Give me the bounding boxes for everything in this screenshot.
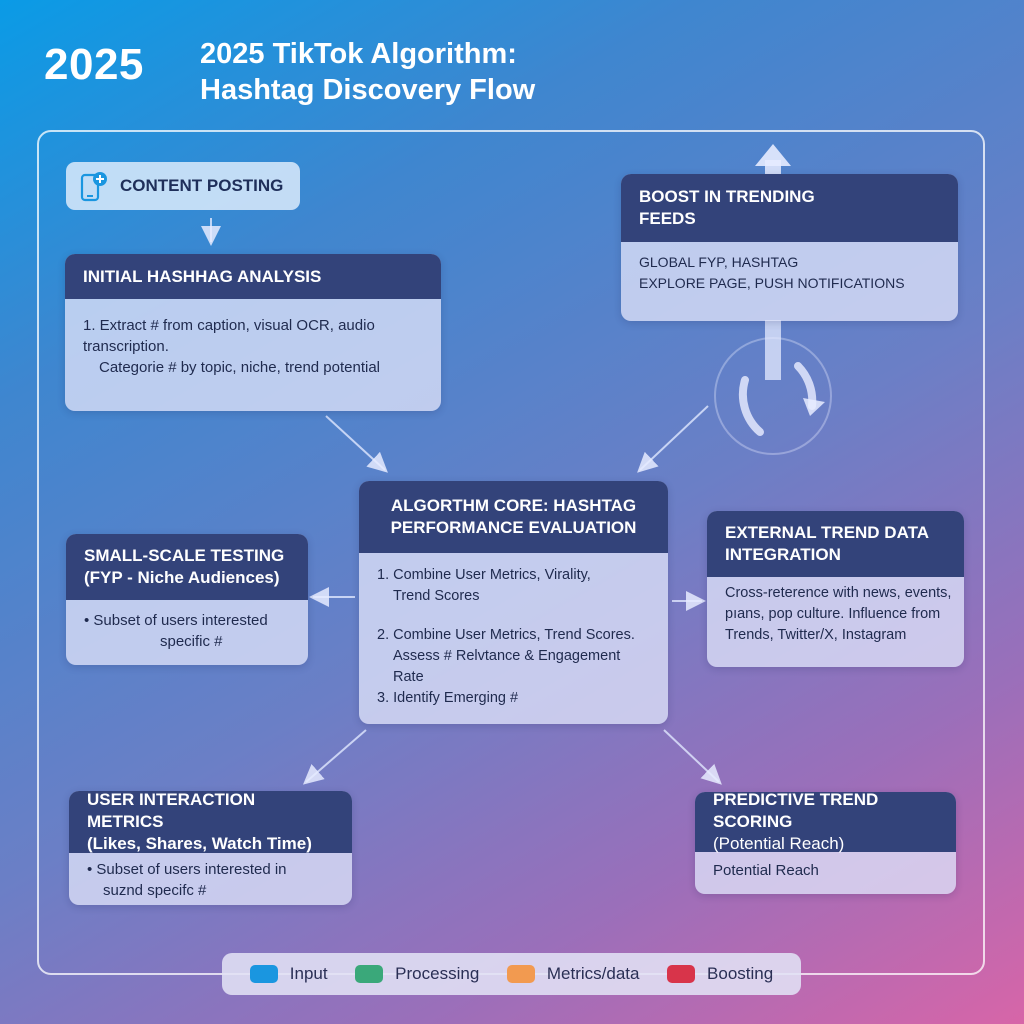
- small-scale-line-2: specific #: [160, 633, 223, 650]
- user-metrics-title-line-1: USER INTERACTION METRICS: [87, 791, 256, 831]
- initial-analysis-card[interactable]: INITIAL HASHHAG ANALYSIS 1. Extract # fr…: [65, 254, 441, 411]
- year-badge: 2025: [44, 40, 144, 89]
- small-scale-title-line-2: (FYP - Niche Audiences): [84, 568, 280, 587]
- legend-item-metrics: Metrics/data: [506, 964, 640, 984]
- external-line-3: Trends, Twitter/X, Instagram: [725, 627, 907, 643]
- user-metrics-header: USER INTERACTION METRICS (Likes, Shares,…: [69, 791, 352, 853]
- small-scale-header: SMALL-SCALE TESTING (FYP - Niche Audienc…: [66, 534, 308, 600]
- algorithm-core-card[interactable]: ALGORTHM CORE: HASHTAG PERFORMANCE EVALU…: [359, 481, 668, 724]
- user-metrics-card[interactable]: USER INTERACTION METRICS (Likes, Shares,…: [69, 791, 352, 905]
- legend: Input Processing Metrics/data Boosting: [222, 953, 801, 995]
- algorithm-core-title-line-1: ALGORTHM CORE: HASHTAG: [390, 496, 637, 515]
- title-line-1: 2025 TikTok Algorithm:: [200, 38, 517, 70]
- small-scale-body: • Subset of users interested specific #: [66, 600, 308, 664]
- algorithm-core-item1-line1: 1. Combine User Metrics, Virality,: [377, 567, 591, 583]
- boost-title-line-1: BOOST IN TRENDING: [639, 187, 815, 206]
- algorithm-core-title-line-2: PERFORMANCE EVALUATION: [390, 518, 637, 537]
- phone-plus-icon: [80, 172, 107, 202]
- user-metrics-body: • Subset of users interested in suznd sp…: [69, 853, 352, 905]
- predictive-title-line-2: (Potential Reach): [713, 834, 845, 853]
- legend-item-input: Input: [249, 964, 328, 984]
- initial-analysis-header: INITIAL HASHHAG ANALYSIS: [65, 254, 441, 299]
- title-line-2: Hashtag Discovery Flow: [200, 74, 536, 106]
- legend-label-boosting: Boosting: [707, 964, 774, 983]
- small-scale-title-line-1: SMALL-SCALE TESTING: [84, 546, 285, 565]
- algorithm-core-item2-line1: 2. Combine User Metrics, Trend Scores.: [377, 627, 635, 643]
- legend-label-input: Input: [289, 964, 328, 983]
- boost-line-1: GLOBAL FYP, HASHTAG: [639, 254, 799, 270]
- content-posting-label: CONTENT POSTING: [120, 176, 284, 195]
- initial-analysis-title: INITIAL HASHHAG ANALYSIS: [83, 266, 322, 286]
- legend-item-processing: Processing: [355, 964, 479, 984]
- legend-swatch-processing: [355, 965, 384, 983]
- legend-label-metrics: Metrics/data: [546, 964, 640, 983]
- external-header: EXTERNAL TREND DATA INTEGRATION: [707, 511, 964, 577]
- external-title-line-1: EXTERNAL TREND DATA: [725, 523, 929, 542]
- algorithm-core-item3: 3. Identify Emerging #: [377, 690, 519, 706]
- small-scale-testing-card[interactable]: SMALL-SCALE TESTING (FYP - Niche Audienc…: [66, 534, 308, 665]
- content-posting-node[interactable]: CONTENT POSTING: [66, 162, 300, 210]
- external-body: Cross-reterence with news, events, pıans…: [707, 577, 964, 646]
- external-line-1: Cross-reterence with news, events,: [725, 585, 952, 601]
- initial-analysis-line-2: Categorie # by topic, niche, trend poten…: [99, 359, 381, 376]
- user-metrics-title-line-2: (Likes, Shares, Watch Time): [87, 834, 312, 853]
- boost-title-line-2: FEEDS: [639, 209, 696, 228]
- legend-label-processing: Processing: [395, 964, 480, 983]
- user-metrics-line-2: suznd specifc #: [103, 882, 207, 899]
- predictive-scoring-card[interactable]: PREDICTIVE TREND SCORING (Potential Reac…: [695, 792, 956, 894]
- external-line-2: pıans, pop culture. Influence from: [725, 606, 941, 622]
- predictive-header: PREDICTIVE TREND SCORING (Potential Reac…: [695, 792, 956, 853]
- predictive-title-line-1: PREDICTIVE TREND SCORING: [713, 792, 879, 831]
- initial-analysis-line-1: 1. Extract # from caption, visual OCR, a…: [83, 317, 375, 355]
- predictive-line-1: Potential Reach: [713, 862, 819, 879]
- boost-body: GLOBAL FYP, HASHTAG EXPLORE PAGE, PUSH N…: [621, 242, 958, 306]
- legend-swatch-boosting: [667, 965, 696, 983]
- algorithm-core-header: ALGORTHM CORE: HASHTAG PERFORMANCE EVALU…: [359, 481, 668, 553]
- algorithm-core-item1-line2: Trend Scores: [393, 588, 480, 604]
- boost-trending-card[interactable]: BOOST IN TRENDING FEEDS GLOBAL FYP, HASH…: [621, 174, 958, 321]
- small-scale-line-1: • Subset of users interested: [84, 612, 268, 629]
- boost-header: BOOST IN TRENDING FEEDS: [621, 174, 958, 242]
- initial-analysis-body: 1. Extract # from caption, visual OCR, a…: [65, 299, 441, 390]
- boost-line-2: EXPLORE PAGE, PUSH NOTIFICATIONS: [639, 275, 905, 291]
- legend-item-boosting: Boosting: [667, 964, 773, 984]
- legend-swatch-metrics: [506, 965, 535, 983]
- page-title: 2025 TikTok Algorithm: Hashtag Discovery…: [200, 36, 700, 108]
- algorithm-core-body: 1. Combine User Metrics, Virality, Trend…: [359, 553, 668, 721]
- algorithm-core-item2-line2: Assess # Relvtance & Engagement Rate: [393, 648, 621, 685]
- predictive-body: Potential Reach: [695, 852, 956, 893]
- user-metrics-line-1: • Subset of users interested in: [87, 861, 287, 878]
- external-title-line-2: INTEGRATION: [725, 545, 841, 564]
- legend-swatch-input: [249, 965, 278, 983]
- external-trend-card[interactable]: EXTERNAL TREND DATA INTEGRATION Cross-re…: [707, 511, 964, 667]
